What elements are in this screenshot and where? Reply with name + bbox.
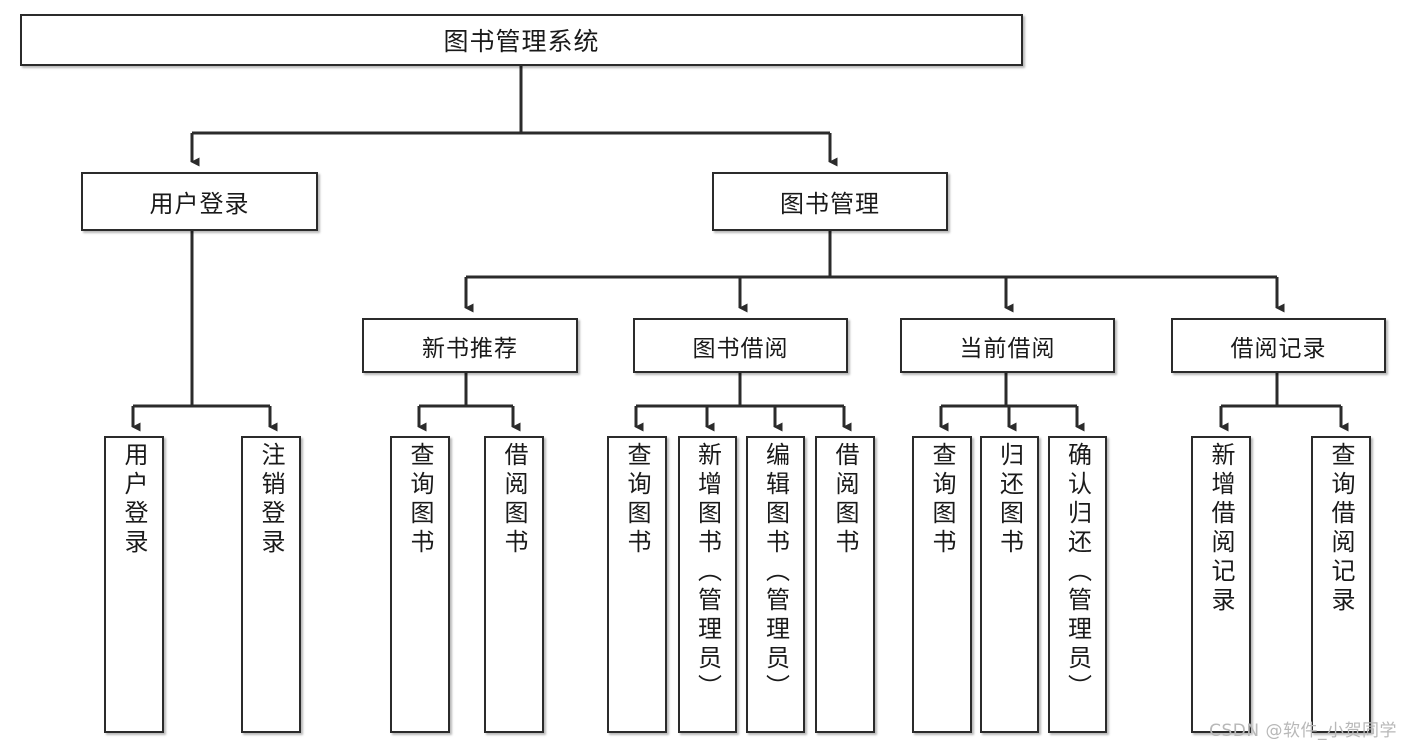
node-label: 新书推荐 (422, 335, 518, 362)
node-label: 新增借阅记录 (1207, 442, 1235, 616)
leaf-borrow-records-query[interactable]: 查询借阅记录 (1311, 436, 1371, 733)
node-label: 图书管理 (780, 190, 880, 218)
watermark-text: CSDN @软件_小贺同学 (1209, 721, 1397, 741)
node-label: 查询图书 (406, 442, 434, 558)
node-label: 当前借阅 (959, 335, 1056, 362)
leaf-current-borrow-return[interactable]: 归还图书 (980, 436, 1039, 733)
leaf-user-login-login[interactable]: 用户登录 (104, 436, 164, 733)
node-book-borrow[interactable]: 图书借阅 (633, 318, 848, 373)
node-label: 编辑图书（管理员） (761, 442, 790, 703)
node-label: 借阅图书 (831, 442, 859, 558)
node-label: 借阅图书 (500, 442, 528, 558)
node-label: 图书管理系统 (443, 27, 600, 56)
leaf-user-login-logout[interactable]: 注销登录 (241, 436, 301, 733)
leaf-new-book-borrow[interactable]: 借阅图书 (484, 436, 544, 733)
leaf-book-borrow-query[interactable]: 查询图书 (607, 436, 667, 733)
node-label: 借阅记录 (1230, 335, 1327, 362)
node-label: 注销登录 (257, 442, 285, 558)
node-label: 归还图书 (995, 442, 1024, 558)
node-label: 用户登录 (120, 442, 148, 558)
node-label: 新增图书（管理员） (693, 442, 722, 703)
leaf-new-book-query[interactable]: 查询图书 (390, 436, 450, 733)
node-label: 确认归还（管理员） (1063, 442, 1092, 703)
leaf-current-borrow-query[interactable]: 查询图书 (912, 436, 972, 733)
node-book-management[interactable]: 图书管理 (712, 172, 948, 231)
leaf-borrow-records-add[interactable]: 新增借阅记录 (1191, 436, 1251, 733)
node-user-login[interactable]: 用户登录 (81, 172, 318, 231)
node-label: 用户登录 (149, 190, 250, 218)
node-current-borrow[interactable]: 当前借阅 (900, 318, 1115, 373)
node-label: 查询借阅记录 (1327, 442, 1355, 616)
node-book-management-system[interactable]: 图书管理系统 (20, 14, 1023, 66)
node-borrow-records[interactable]: 借阅记录 (1171, 318, 1386, 373)
leaf-book-borrow-edit[interactable]: 编辑图书（管理员） (746, 436, 805, 733)
node-label: 图书借阅 (692, 335, 789, 362)
leaf-book-borrow-borrow[interactable]: 借阅图书 (815, 436, 875, 733)
leaf-current-borrow-confirm-return[interactable]: 确认归还（管理员） (1048, 436, 1107, 733)
node-new-book-recommend[interactable]: 新书推荐 (362, 318, 578, 373)
node-label: 查询图书 (928, 442, 956, 558)
node-label: 查询图书 (623, 442, 651, 558)
leaf-book-borrow-add[interactable]: 新增图书（管理员） (678, 436, 737, 733)
